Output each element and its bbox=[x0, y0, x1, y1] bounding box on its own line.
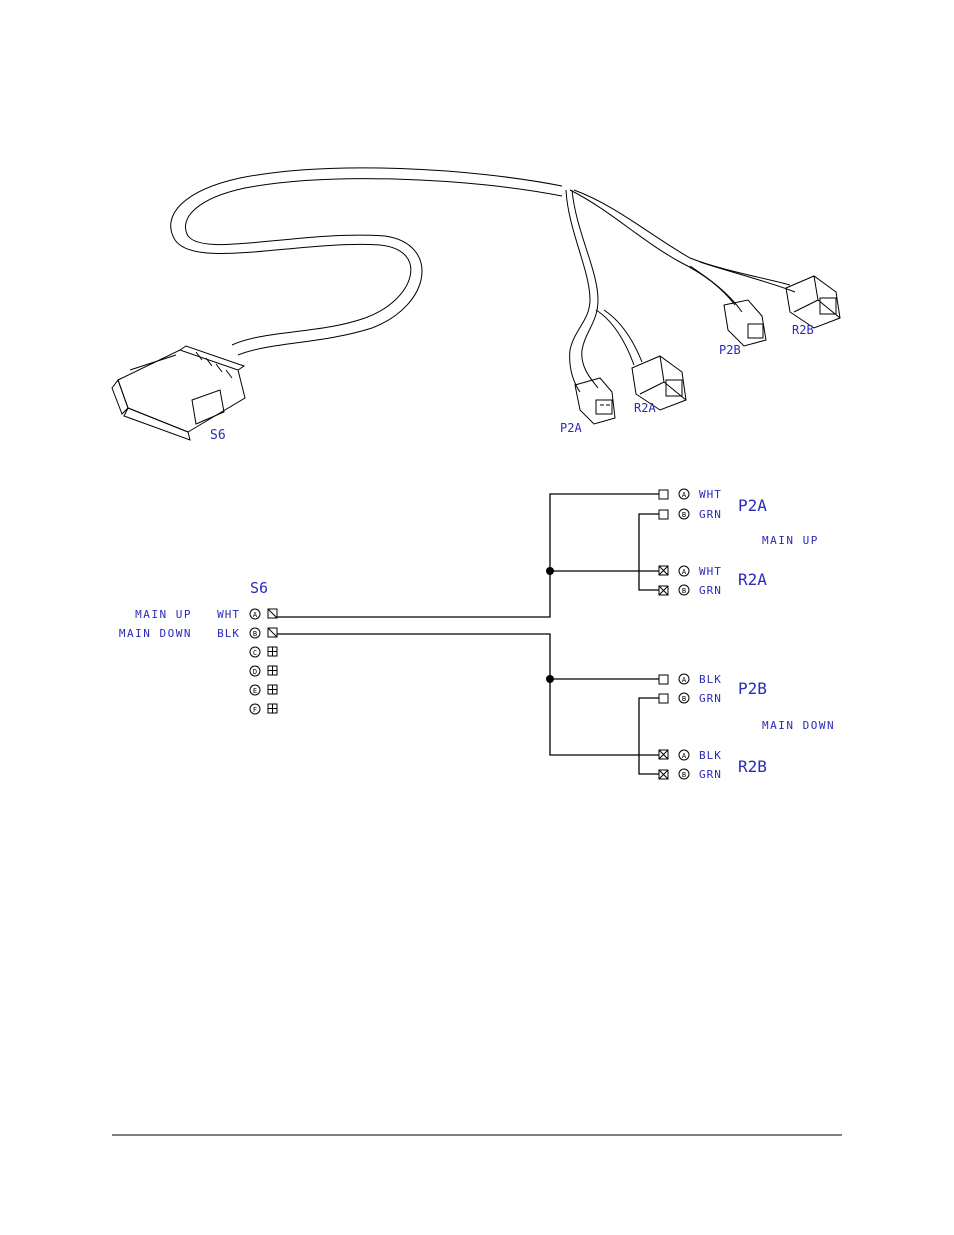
main-down-group-label: MAIN DOWN bbox=[762, 719, 835, 732]
pin-letter: F bbox=[253, 706, 257, 714]
wire-color-label: WHT bbox=[699, 488, 722, 501]
trunk-cable bbox=[171, 168, 562, 345]
s6-func-label: MAIN UP bbox=[135, 608, 192, 621]
pin-letter: B bbox=[682, 771, 686, 779]
s6-pin: F bbox=[250, 704, 277, 714]
pin-letter: C bbox=[253, 649, 257, 657]
r2b-drawing-label: R2B bbox=[792, 323, 814, 337]
s6-drawing-label: S6 bbox=[210, 428, 226, 443]
splice-dot bbox=[546, 675, 554, 683]
main-up-wiring bbox=[277, 494, 659, 617]
splice-dot bbox=[546, 567, 554, 575]
r2a-title: R2A bbox=[738, 570, 767, 589]
s6-pin: E bbox=[250, 685, 277, 695]
s6-func-label: MAIN DOWN bbox=[119, 627, 192, 640]
s6-color-label: WHT bbox=[217, 608, 240, 621]
p2b-drawing-label: P2B bbox=[719, 343, 741, 357]
p2a-connector: A WHT B GRN P2A bbox=[659, 488, 767, 521]
s6-pin: C bbox=[250, 647, 277, 657]
r2a-drawing-label: R2A bbox=[634, 401, 656, 415]
pin-letter: B bbox=[253, 630, 257, 638]
p2b-connector-drawing bbox=[724, 300, 766, 346]
r2b-title: R2B bbox=[738, 757, 767, 776]
main-down-wiring bbox=[277, 634, 659, 774]
r2b-connector-drawing bbox=[786, 276, 840, 328]
s6-title: S6 bbox=[250, 579, 268, 597]
pin-letter: A bbox=[682, 752, 687, 760]
p2b-connector: A BLK B GRN P2B bbox=[659, 673, 767, 705]
branch-cable-a2 bbox=[596, 310, 642, 365]
wire-color-label: GRN bbox=[699, 508, 722, 521]
p2a-title: P2A bbox=[738, 496, 767, 515]
branch-cable-a-edge bbox=[572, 190, 598, 388]
pin-letter: B bbox=[682, 587, 686, 595]
p2b-title: P2B bbox=[738, 679, 767, 698]
trunk-cable-edge bbox=[185, 179, 562, 355]
branch-cable-b-edge bbox=[690, 262, 795, 312]
wire-color-label: BLK bbox=[699, 749, 722, 762]
pin-letter: A bbox=[682, 568, 687, 576]
pin-letter: A bbox=[682, 676, 687, 684]
s6-pin-list: A B C D bbox=[250, 609, 277, 714]
s6-pin: D bbox=[250, 666, 277, 676]
wire-color-label: GRN bbox=[699, 768, 722, 781]
pin-letter: B bbox=[682, 695, 686, 703]
pin-letter: E bbox=[253, 687, 257, 695]
pin-letter: D bbox=[253, 668, 257, 676]
r2a-connector: A WHT B GRN R2A bbox=[659, 565, 767, 597]
wire-color-label: GRN bbox=[699, 692, 722, 705]
wire-color-label: BLK bbox=[699, 673, 722, 686]
s6-color-label: BLK bbox=[217, 627, 240, 640]
s6-connector-drawing bbox=[112, 346, 245, 440]
harness-illustration: S6 P2A R2A P2B R2B bbox=[112, 168, 840, 443]
pin-letter: A bbox=[682, 491, 687, 499]
s6-pin: A bbox=[250, 609, 277, 619]
pin-letter: A bbox=[253, 611, 258, 619]
branch-cable-b bbox=[570, 190, 790, 305]
p2a-drawing-label: P2A bbox=[560, 421, 582, 435]
s6-pin: B bbox=[250, 628, 277, 638]
r2b-connector: A BLK B GRN R2B bbox=[659, 749, 767, 781]
wire-color-label: GRN bbox=[699, 584, 722, 597]
pin-letter: B bbox=[682, 511, 686, 519]
wire-color-label: WHT bbox=[699, 565, 722, 578]
main-up-group-label: MAIN UP bbox=[762, 534, 819, 547]
schematic: S6 MAIN UP MAIN DOWN WHT BLK A B C bbox=[119, 488, 835, 781]
